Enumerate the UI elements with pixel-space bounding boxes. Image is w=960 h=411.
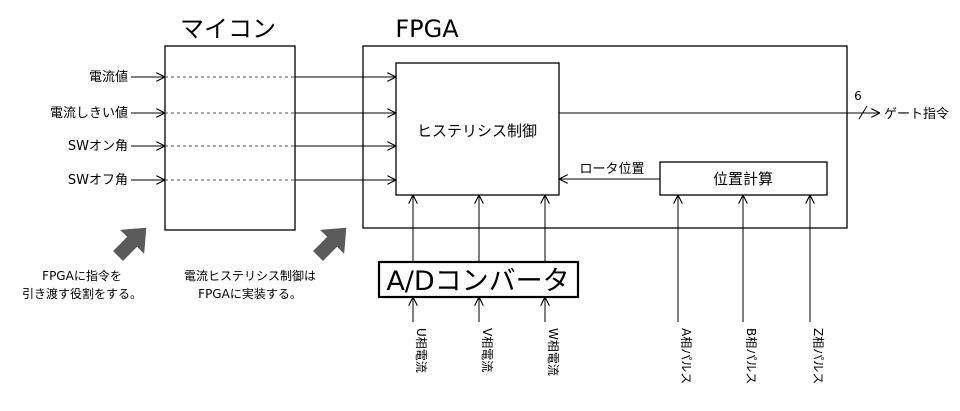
mcu-pointer-arrow xyxy=(113,227,147,261)
mcu-note-line-1: FPGAに指令を xyxy=(42,268,122,283)
fpga-note-line-1: 電流ヒステリシス制御は xyxy=(184,268,316,283)
w-phase-current-label: W相電流 xyxy=(546,328,560,376)
mcu-input-row-3: SWオン角 xyxy=(68,139,396,154)
position-calc-label: 位置計算 xyxy=(713,170,773,188)
mcu-input-label: 電流しきい値 xyxy=(50,105,128,121)
mcu-input-label: SWオン角 xyxy=(68,139,128,154)
ad-converter-block xyxy=(377,260,580,299)
fpga-note-line-2: FPGAに実装する。 xyxy=(198,286,302,301)
fpga-title: FPGA xyxy=(395,15,459,43)
u-phase-current-label: U相電流 xyxy=(414,328,428,373)
gate-output-label: ゲート指令 xyxy=(884,107,949,122)
mcu-note-line-2: 引き渡す役割をする。 xyxy=(22,286,142,301)
fpga-pointer-arrow xyxy=(313,227,347,261)
rotor-position-label: ロータ位置 xyxy=(579,162,644,177)
gate-output-count: 6 xyxy=(854,89,862,103)
mcu-input-row-1: 電流値 xyxy=(89,69,396,85)
hysteresis-control-block xyxy=(395,62,560,196)
mcu-title: マイコン xyxy=(180,15,276,43)
mcu-block xyxy=(164,45,296,231)
mcu-input-row-4: SWオフ角 xyxy=(68,173,396,188)
a-phase-pulse-label: A相パルス xyxy=(679,328,693,384)
mcu-input-row-2: 電流しきい値 xyxy=(50,105,396,121)
b-phase-pulse-label: B相パルス xyxy=(744,328,758,384)
z-phase-pulse-label: Z相パルス xyxy=(811,328,825,384)
v-phase-current-label: V相電流 xyxy=(480,328,494,372)
ad-converter-label: A/Dコンバータ xyxy=(386,266,569,297)
mcu-input-label: SWオフ角 xyxy=(68,173,128,188)
mcu-input-label: 電流値 xyxy=(89,69,128,85)
hysteresis-control-label: ヒステリシス制御 xyxy=(417,122,537,140)
bus-slash xyxy=(858,105,868,120)
